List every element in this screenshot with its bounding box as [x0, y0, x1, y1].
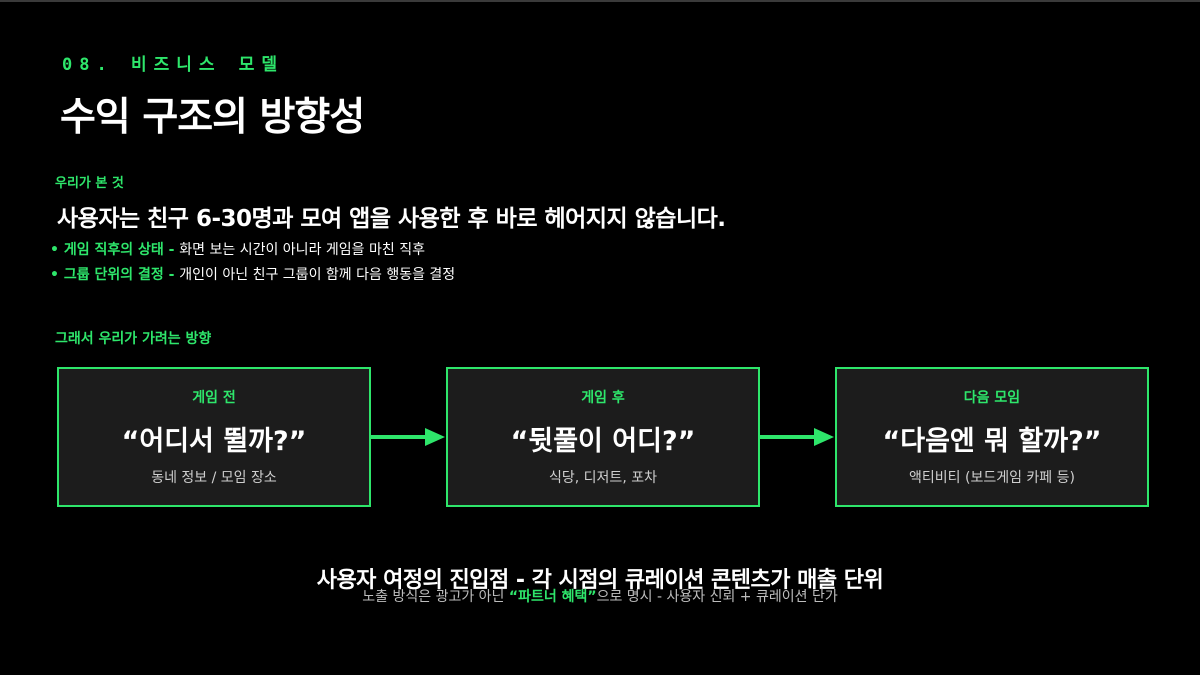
section-label: 08. 비즈니스 모델: [62, 55, 285, 75]
stage-title: 다음 모임: [963, 390, 1021, 406]
observed-bullets: • 게임 직후의 상태 - 화면 보는 시간이 아니라 게임을 마친 직후 • …: [50, 238, 455, 288]
footer-sub-highlight: “파트너 혜택”: [508, 589, 597, 605]
observed-statement: 사용자는 친구 6-30명과 모여 앱을 사용한 후 바로 헤어지지 않습니다.: [57, 206, 726, 232]
arrow-right-icon: [760, 428, 834, 446]
page-title: 수익 구조의 방향성: [60, 95, 365, 140]
bullet-text: 개인이 아닌 친구 그룹이 함께 다음 행동을 결정: [179, 267, 456, 283]
observed-kicker: 우리가 본 것: [55, 176, 124, 191]
bullet-text: 화면 보는 시간이 아니라 게임을 마친 직후: [179, 242, 425, 258]
stage-title: 게임 후: [581, 390, 625, 406]
bullet-highlight: • 게임 직후의 상태 -: [50, 242, 180, 258]
stage-quote: “뒷풀이 어디?”: [510, 426, 696, 457]
footer-sub-after: 으로 명시 - 사용자 신뢰 + 큐레이션 단가: [596, 589, 838, 605]
stage-quote: “다음엔 뭐 할까?”: [882, 426, 1102, 457]
stage-desc: 동네 정보 / 모임 장소: [151, 470, 277, 486]
stage-card-next-meeting: 다음 모임 “다음엔 뭐 할까?” 액티비티 (보드게임 카페 등): [835, 367, 1149, 507]
stage-card-after-game: 게임 후 “뒷풀이 어디?” 식당, 디저트, 포차: [446, 367, 760, 507]
direction-kicker: 그래서 우리가 가려는 방향: [55, 331, 212, 347]
bullet-item: • 그룹 단위의 결정 - 개인이 아닌 친구 그룹이 함께 다음 행동을 결정: [50, 263, 455, 288]
stage-card-before-game: 게임 전 “어디서 뛸까?” 동네 정보 / 모임 장소: [57, 367, 371, 507]
footer-headline: 사용자 여정의 진입점 - 각 시점의 큐레이션 콘텐츠가 매출 단위: [316, 568, 884, 593]
stage-title: 게임 전: [192, 390, 236, 406]
arrow-right-icon: [371, 428, 445, 446]
stage-desc: 액티비티 (보드게임 카페 등): [909, 470, 1075, 486]
bullet-highlight: • 그룹 단위의 결정 -: [50, 267, 180, 283]
footer-subline: 노출 방식은 광고가 아닌 “파트너 혜택”으로 명시 - 사용자 신뢰 + 큐…: [0, 586, 1200, 606]
stage-quote: “어디서 뛸까?”: [121, 426, 307, 457]
bullet-item: • 게임 직후의 상태 - 화면 보는 시간이 아니라 게임을 마친 직후: [50, 238, 455, 263]
footer-sub-before: 노출 방식은 광고가 아닌: [362, 589, 509, 605]
stage-desc: 식당, 디저트, 포차: [549, 470, 657, 486]
